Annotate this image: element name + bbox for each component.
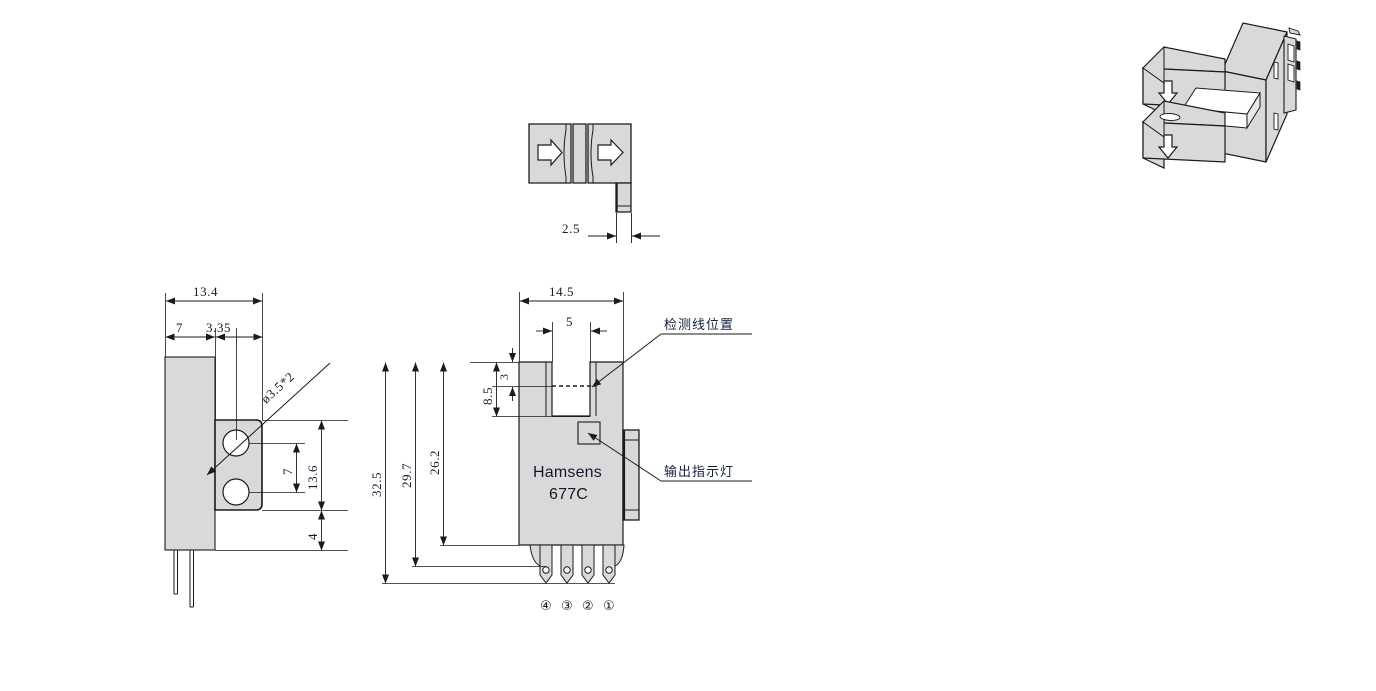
pin-3-hole [563,566,571,574]
pin-number-1: ① [603,599,615,614]
dim-label-slot-depth: 8.5 [480,387,495,405]
front-view: Hamsens 677C ④ ③ ② ① 14.5 5 [369,284,752,614]
pin-number-4: ④ [540,599,552,614]
side-view-body [164,356,216,551]
pin-1 [602,544,616,584]
pin-2 [581,544,595,584]
pin-number-3: ③ [561,599,573,614]
annotation-output-indicator-lamp: 输出指示灯 [664,464,734,480]
iso-connector-notch [1296,60,1301,71]
down-arrow-icon [1157,80,1179,105]
dim-label-body-depth: 7 [176,320,183,335]
iso-connector-window [1287,63,1295,83]
mounting-hole-lower [222,478,250,506]
dim-label-overall-depth: 13.4 [193,284,218,299]
dim-label-hole-pitch: 7 [280,468,295,475]
pin-4-hole [542,566,550,574]
dim-label-bracket-height: 13.6 [305,465,320,490]
iso-connector-notch [1296,80,1301,91]
down-arrow-icon [1157,134,1179,159]
pin-fillet-right [614,544,625,567]
front-view-pins [529,544,625,584]
annotation-detection-line-position: 检测线位置 [664,318,734,333]
dim-label-overall-width: 14.5 [549,284,574,299]
top-view-tail [615,182,632,213]
callout-leader-mounting-holes [206,362,331,476]
beam-arrow-right-icon [597,138,624,167]
iso-side-slot-lower [1273,112,1279,131]
side-view: 13.4 7 3.35 ø3.5*2 7 13.6 4 [164,284,348,608]
iso-body-right-face [1265,31,1288,163]
dim-label-height-to-shoulder: 29.7 [399,463,414,488]
output-indicator-lamp [577,421,601,445]
leader-detection-line [591,333,662,388]
pin-4 [539,544,553,584]
iso-slot-top-face [1182,87,1261,115]
dim-label-bottom-offset: 4 [305,533,320,540]
iso-connector-notch [1296,40,1301,51]
pin-3 [560,544,574,584]
dim-label-slot-opening: 5 [566,314,573,329]
dim-label-hole-offset: 3.35 [206,320,231,335]
side-view-pin [173,550,178,594]
mounting-hole-upper [222,429,250,457]
iso-connector-top-tab [1288,27,1301,36]
top-view: 2.5 [528,123,660,243]
pin-number-2: ② [582,599,594,614]
pin-fillet-left [529,544,541,567]
iso-connector-window [1287,43,1295,63]
front-view-body [518,361,624,546]
top-view-center-web [572,123,587,184]
pin-2-hole [584,566,592,574]
iso-upper-jaw-bevel [1142,45,1165,84]
pin-1-hole [605,566,613,574]
top-view-right-jaw-edge [590,124,594,183]
side-view-pin [189,550,194,607]
top-view-left-jaw-edge [563,124,567,183]
model-label: 677C [549,486,588,503]
dim-label-sensing-line-offset: 3 [497,374,511,381]
leader-output-indicator [587,432,662,482]
dim-label-overall-height: 32.5 [369,472,384,497]
dim-label-slot-width: 2.5 [562,221,580,236]
beam-arrow-right-icon [537,138,563,167]
isometric-view [1141,22,1301,169]
iso-side-slot-upper [1273,61,1279,80]
iso-lens-oval [1159,113,1181,121]
brand-label: Hamsens [533,464,602,481]
front-view-side-rib [622,429,640,521]
dim-label-body-height: 26.2 [427,450,442,475]
